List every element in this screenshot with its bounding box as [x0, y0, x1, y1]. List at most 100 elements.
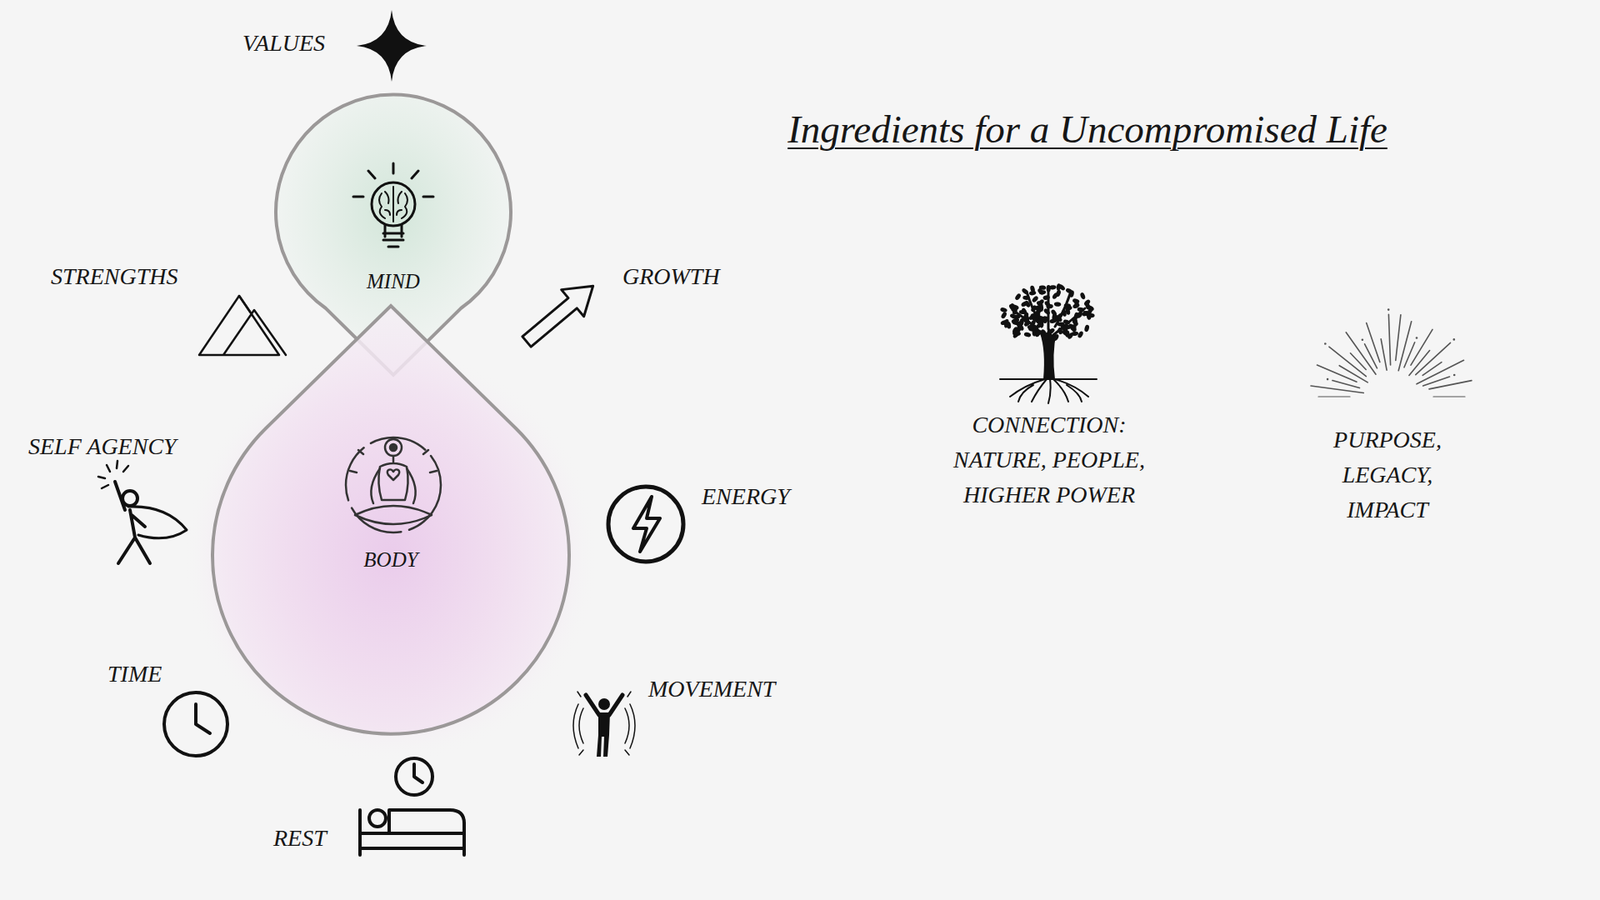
tree-leaf — [1060, 321, 1065, 330]
tree-leaf — [1014, 326, 1023, 335]
tree-leaf — [1070, 324, 1076, 332]
values-label: VALUES — [242, 29, 325, 58]
tree-leaf — [1019, 310, 1027, 315]
tree-leaf — [1024, 315, 1030, 324]
tree-leaf — [1071, 298, 1080, 305]
icon-stroke — [1040, 328, 1057, 380]
tree-leaf — [1062, 328, 1070, 337]
icon-stroke — [345, 437, 441, 533]
tree-leaf — [1000, 306, 1009, 313]
tree-leaf — [1060, 329, 1070, 338]
tree-leaf — [1079, 291, 1086, 300]
icon-stroke — [1000, 378, 1097, 380]
tree-leaf — [1022, 313, 1030, 322]
sun-ray — [1310, 385, 1364, 394]
sun-ray — [1350, 353, 1367, 370]
tree-leaf — [1050, 308, 1058, 317]
sun-ray — [1415, 342, 1451, 375]
tree-leaf — [1072, 317, 1078, 325]
self-agency-label: SELF AGENCY — [28, 432, 177, 461]
tree-leaf — [1011, 330, 1020, 340]
tree-leaf — [1024, 300, 1032, 309]
tree-leaf — [1000, 310, 1008, 320]
strengths-label: STRENGTHS — [50, 262, 178, 291]
icon-stroke — [360, 810, 465, 855]
hero-icon — [98, 460, 187, 564]
tree-leaf — [1042, 307, 1051, 316]
tree-leaf — [1030, 295, 1040, 304]
tree-leaf — [1035, 329, 1044, 335]
tree-leaf — [1010, 318, 1020, 325]
tree-leaf — [1034, 310, 1042, 320]
brain-bulb-icon — [353, 163, 434, 247]
tree-leaf — [1076, 330, 1085, 339]
icon-stroke — [1012, 291, 1085, 335]
node-label: MIND — [275, 267, 511, 296]
tree-leaf — [1035, 321, 1045, 330]
tree-leaf — [1064, 303, 1072, 309]
purpose-label: PURPOSE, LEGACY, IMPACT — [1308, 422, 1467, 528]
tree-leaf — [1054, 301, 1062, 307]
icon-stroke — [585, 695, 623, 715]
tree-leaf — [1017, 323, 1025, 332]
tree-leaf — [1060, 325, 1070, 333]
sunburst-icon — [1310, 308, 1472, 397]
tree-leaf — [1086, 304, 1095, 312]
growth-arrow-icon — [515, 272, 605, 355]
sun-dot — [1453, 338, 1456, 341]
icon-stroke — [98, 10, 1472, 855]
tree-leaf — [1030, 304, 1038, 313]
tree-leaf — [1013, 314, 1020, 319]
rest-label: REST — [273, 824, 327, 853]
tree-leaf — [1065, 305, 1074, 312]
icon-stroke — [390, 444, 397, 451]
tree-leaf — [1031, 315, 1040, 322]
tree-leaf — [1020, 307, 1029, 316]
tree-leaf — [1035, 300, 1045, 308]
tree-leaf — [1061, 309, 1068, 317]
diagram-title: Ingredients for a Uncompromised Life — [787, 105, 1388, 154]
icon-stroke — [577, 691, 631, 755]
clock-icon — [164, 692, 228, 756]
tree-leaf — [1021, 314, 1030, 322]
tree-leaf — [1087, 313, 1095, 318]
energy-icon — [608, 486, 684, 562]
icon-stroke — [395, 758, 433, 795]
tree-leaf — [1033, 305, 1042, 312]
tree-leaf — [1033, 311, 1040, 320]
tree-leaf — [1022, 311, 1030, 320]
sun-ray — [1429, 380, 1472, 390]
tree-leaf — [1052, 333, 1060, 342]
tree-leaf — [1015, 321, 1024, 330]
sun-ray — [1416, 360, 1465, 385]
sun-dot — [1453, 374, 1456, 377]
tree-leaf — [1027, 326, 1035, 333]
tree-leaf — [1043, 300, 1051, 309]
tree-leaf — [1047, 331, 1052, 339]
tree-leaf — [1034, 317, 1043, 325]
tree-leaf — [1069, 323, 1078, 332]
sun-ray — [1423, 376, 1450, 386]
tree-leaf — [1065, 307, 1071, 315]
tree-leaf — [1011, 328, 1020, 337]
tree-leaf — [1084, 324, 1090, 333]
icon-stroke — [387, 469, 400, 480]
body-teardrop-outline — [212, 305, 570, 736]
tree-leaf — [1071, 318, 1080, 327]
icon-stroke — [515, 272, 605, 355]
tree-leaf — [1037, 315, 1046, 322]
tree-leaf — [1029, 319, 1037, 328]
tree-leaf — [1020, 300, 1029, 308]
tree-leaf — [1054, 314, 1060, 323]
sun-ray — [1317, 365, 1358, 382]
icon-stroke — [608, 486, 684, 562]
sun-ray — [1410, 329, 1433, 365]
icon-stroke — [369, 810, 386, 827]
tree-leaf — [1011, 304, 1020, 311]
meditation-icon — [345, 437, 441, 533]
tree-leaf — [1019, 318, 1025, 326]
tree-leaf — [1075, 310, 1084, 320]
tree-leaf — [1031, 323, 1040, 332]
tree-leaf — [1057, 283, 1066, 291]
sun-ray — [1398, 321, 1412, 371]
